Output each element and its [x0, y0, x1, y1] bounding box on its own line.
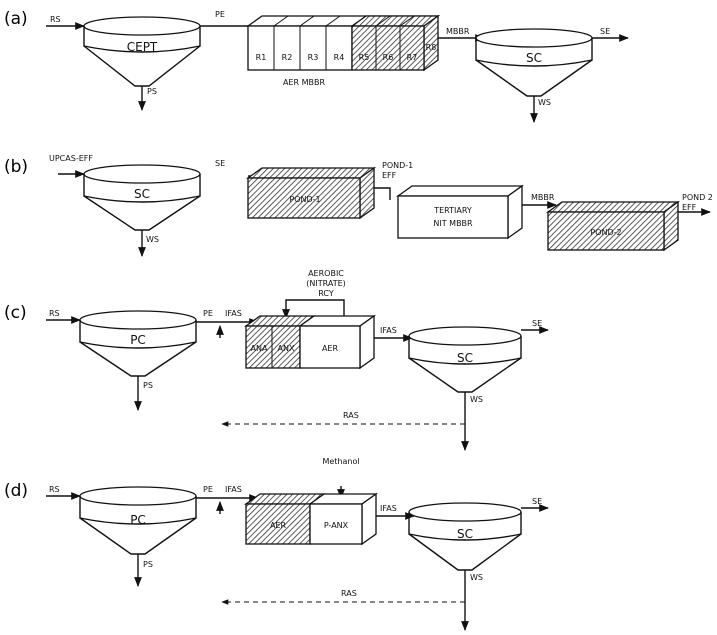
pe-label-c: PE [203, 309, 213, 318]
ifas-out-label-d: IFAS [380, 504, 397, 513]
pond-2-eff-label-1: POND 2 [682, 193, 713, 202]
se-label-d: SE [532, 497, 542, 506]
tertiary-label-1: TERTIARY [433, 206, 472, 215]
secondary-clarifier-a: SC [475, 28, 593, 97]
tertiary-label-2: NIT MBBR [433, 219, 473, 228]
cept-tank: CEPT [83, 16, 201, 87]
tertiary-nit-mbbr: TERTIARY NIT MBBR [395, 184, 525, 240]
rs-label-d: RS [49, 485, 60, 494]
panel-d: (d) RS PC PS PE IFAS AER P-ANX IFAS [4, 481, 549, 631]
panel-c-label: (c) [4, 303, 27, 323]
methanol-label: Methanol [322, 457, 359, 466]
panel-d-label: (d) [4, 481, 28, 501]
mbbr-label-b: MBBR [531, 193, 555, 202]
sc-label-d: SC [457, 527, 473, 541]
ps-label-c: PS [143, 381, 153, 390]
pc-label-c: PC [130, 333, 146, 347]
pond-1: POND-1 [245, 166, 377, 220]
pond-1-eff-label-1: POND-1 [382, 161, 413, 170]
ras-label-d: RAS [341, 589, 357, 598]
reactor-r5: R5 [359, 53, 370, 62]
pe-label-d: PE [203, 485, 213, 494]
se-label-c: SE [532, 319, 542, 328]
mbbr-label: MBBR [446, 27, 470, 36]
recycle-label-1: AEROBIC [308, 269, 344, 278]
reactor-r3: R3 [308, 53, 319, 62]
primary-clarifier-d: PC [79, 486, 197, 555]
ps-label: PS [147, 87, 157, 96]
aer-mbbr-reactor: R1 R2 R3 R4 R5 R6 R7 R8 [245, 14, 441, 72]
reactor-r6: R6 [383, 53, 394, 62]
reactor-r8: R8 [426, 43, 437, 52]
ifas-reactor-c: ANA ANX AER [243, 314, 377, 370]
ws-label-a: WS [538, 98, 551, 107]
ifas-in-label-c: IFAS [225, 309, 242, 318]
pond-2-label: POND-2 [590, 228, 621, 237]
nitrate-recycle-loop [282, 299, 345, 319]
pond-2-eff-label-2: EFF [682, 203, 697, 212]
rs-label: RS [50, 15, 61, 24]
pond-1-label: POND-1 [289, 195, 320, 204]
secondary-clarifier-d: SC [408, 502, 522, 571]
panel-c: (c) RS PC PS PE IFAS AEROBIC (NITRATE) R… [4, 269, 549, 466]
sc-label-b: SC [134, 187, 150, 201]
zone-anx: ANX [278, 344, 295, 353]
ras-label-c: RAS [343, 411, 359, 420]
reactor-r7: R7 [407, 53, 418, 62]
panel-a: (a) RS CEPT PS PE [4, 9, 629, 123]
aer-mbbr-caption: AER MBBR [283, 78, 326, 87]
recycle-label-3: RCY [318, 289, 334, 298]
ifas-out-label-c: IFAS [380, 326, 397, 335]
pond-1-connector [374, 187, 391, 200]
zone-p-anx: P-ANX [324, 521, 349, 530]
ws-label-c: WS [470, 395, 483, 404]
ps-label-d: PS [143, 560, 153, 569]
pond-1-eff-label-2: EFF [382, 171, 397, 180]
secondary-clarifier-b: SC [83, 164, 201, 231]
cept-label: CEPT [127, 40, 158, 54]
reactor-r4: R4 [334, 53, 345, 62]
upcas-eff-label: UPCAS-EFF [49, 154, 93, 163]
reactor-r1: R1 [256, 53, 267, 62]
zone-aer-d: AER [270, 521, 287, 530]
ws-label-d: WS [470, 573, 483, 582]
panel-a-label: (a) [4, 9, 28, 29]
ifas-in-label-d: IFAS [225, 485, 242, 494]
zone-ana: ANA [251, 344, 268, 353]
ws-label-b: WS [146, 235, 159, 244]
panel-b: (b) UPCAS-EFF SC WS SE POND-1 POND-1 EFF… [4, 154, 713, 257]
primary-clarifier-c: PC [79, 310, 197, 377]
se-label-b: SE [215, 159, 225, 168]
panel-b-label: (b) [4, 157, 28, 177]
pond-2: POND-2 [545, 200, 681, 252]
pe-label: PE [215, 10, 225, 19]
pc-label-d: PC [130, 513, 146, 527]
reactor-r2: R2 [282, 53, 293, 62]
zone-aer-c: AER [322, 344, 339, 353]
recycle-label-2: (NITRATE) [306, 279, 346, 288]
sc-label-c: SC [457, 351, 473, 365]
sc-label-a: SC [526, 51, 542, 65]
ifas-reactor-d: AER P-ANX [243, 492, 379, 546]
se-label-a: SE [600, 27, 610, 36]
rs-label-c: RS [49, 309, 60, 318]
secondary-clarifier-c: SC [408, 326, 522, 393]
